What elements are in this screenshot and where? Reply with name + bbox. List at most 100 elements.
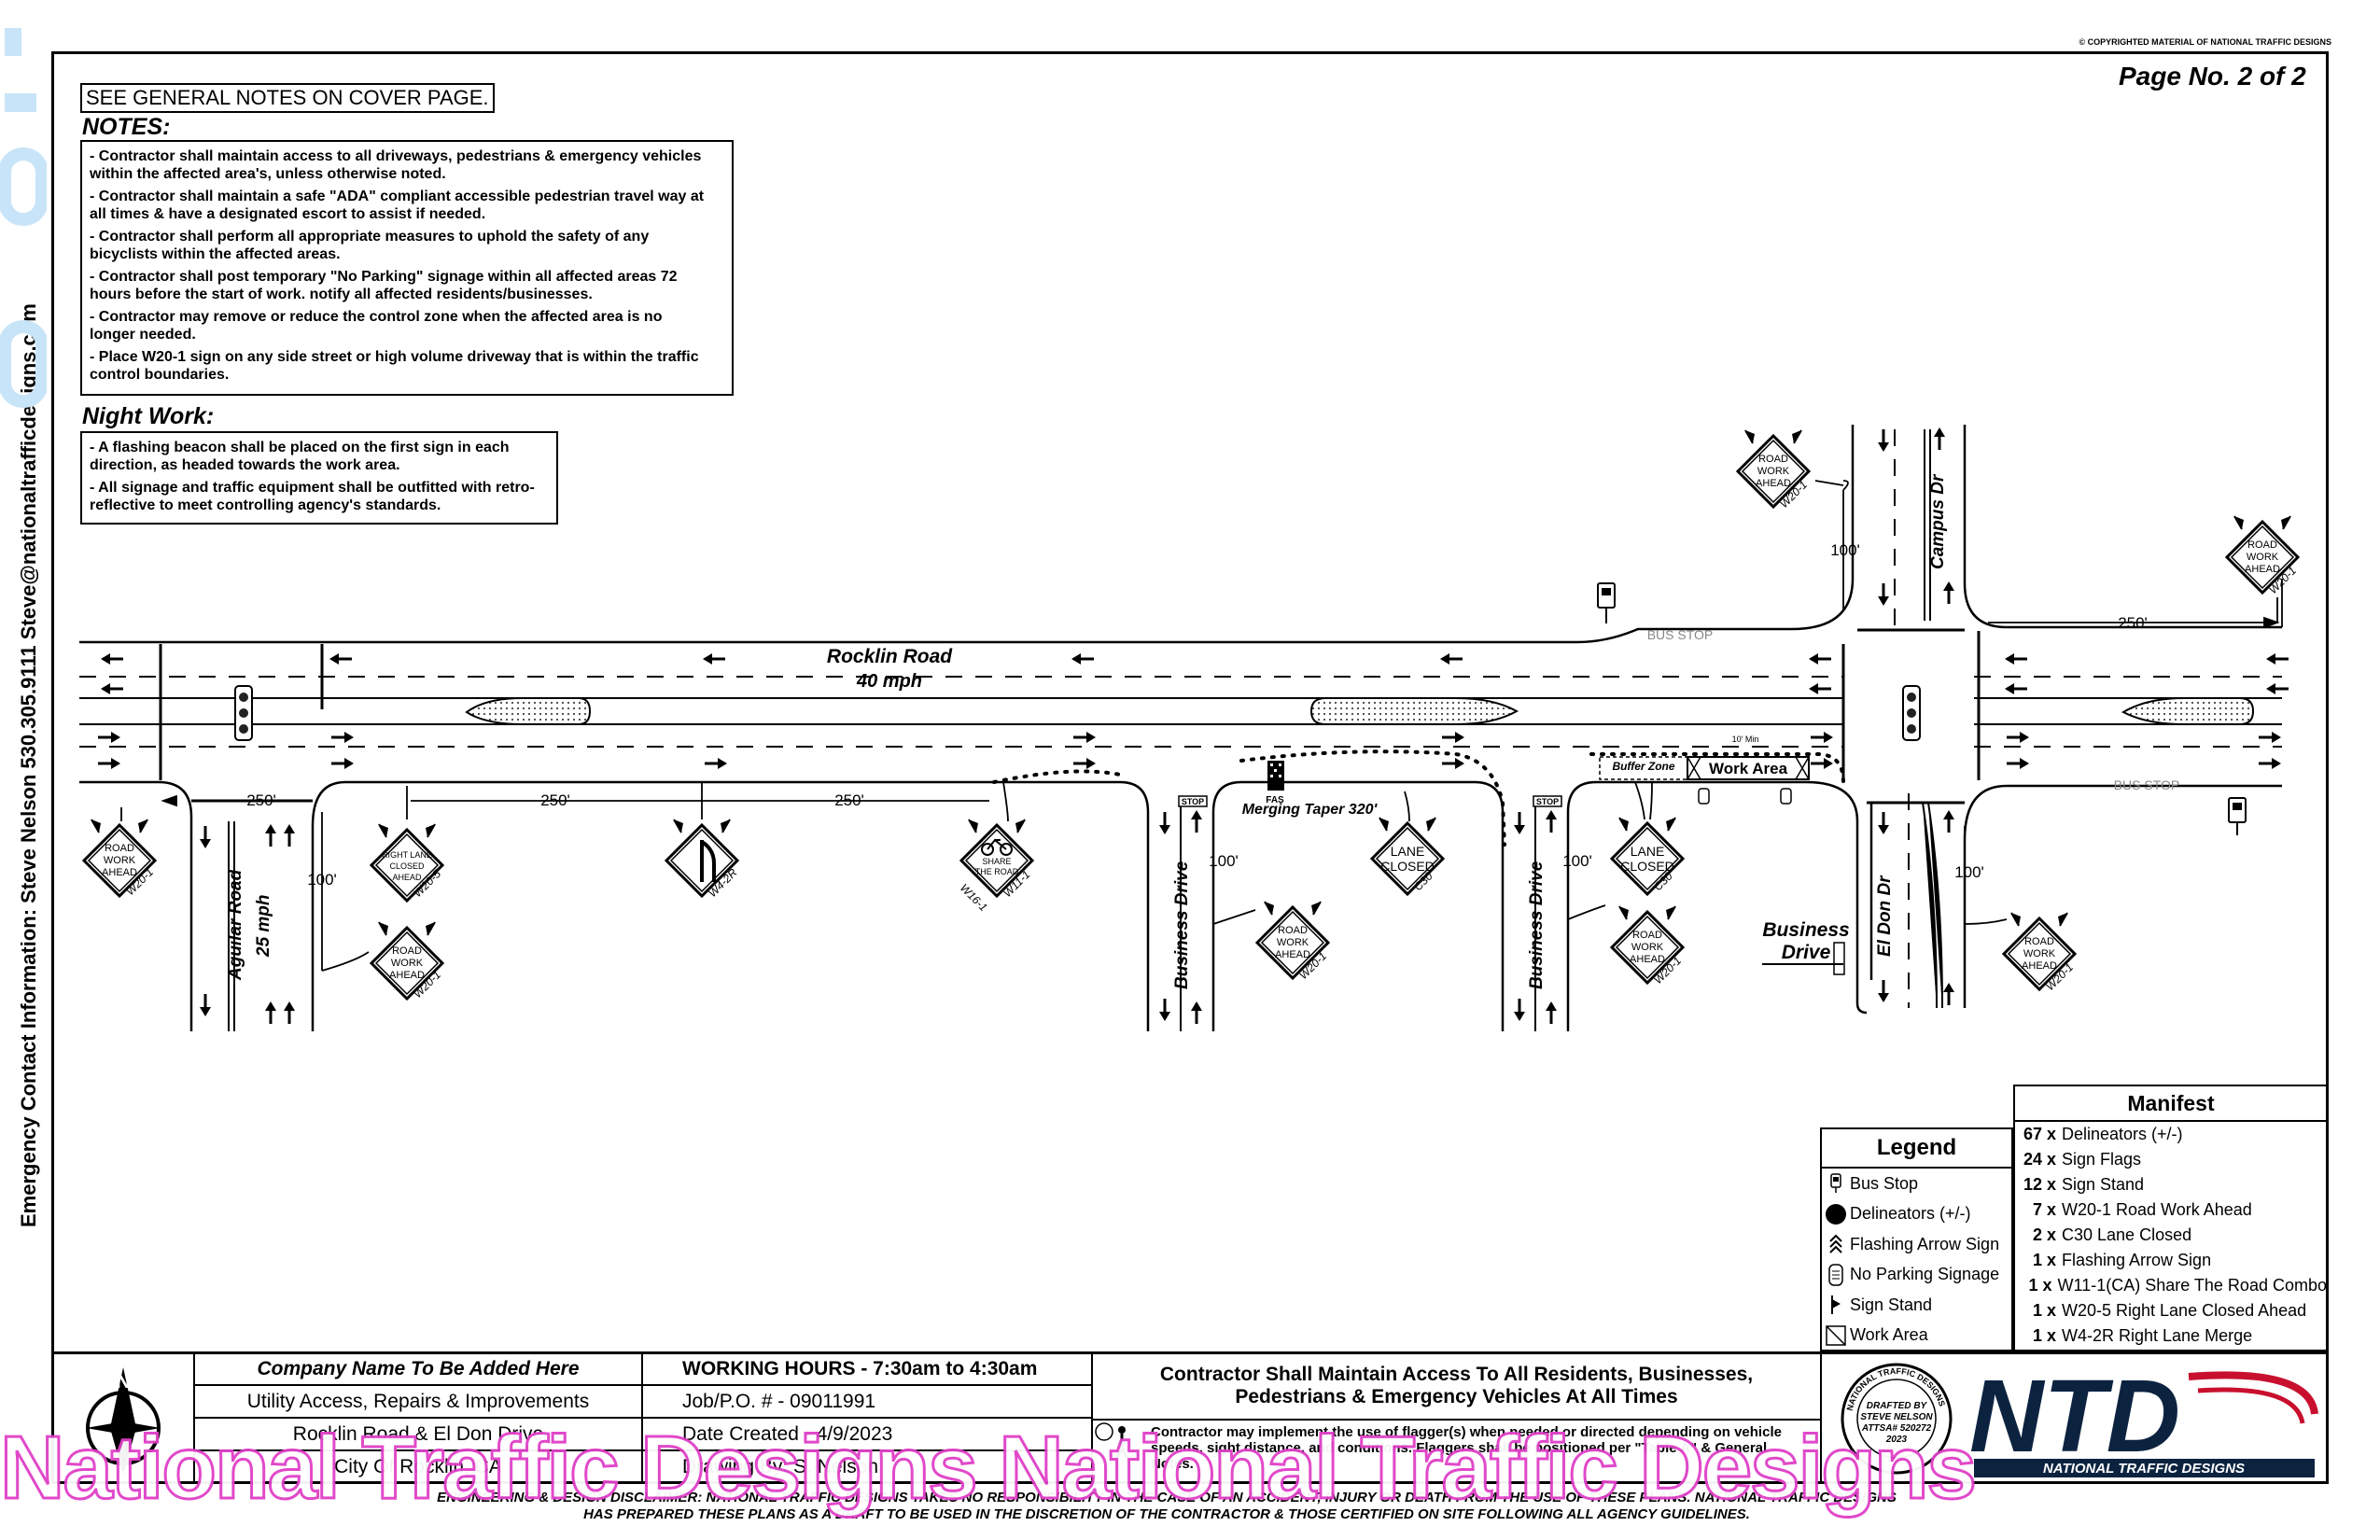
sign-text: LANE: [1391, 844, 1425, 859]
svg-text:WORK: WORK: [2023, 948, 2056, 959]
dimension-label: 100': [1562, 852, 1592, 870]
note-item: - Contractor may remove or reduce the co…: [90, 309, 663, 343]
road-name-campus: Campus Dr: [1928, 473, 1948, 569]
svg-text:THE ROAD: THE ROAD: [975, 867, 1019, 876]
delineator-icon: [1822, 1203, 1850, 1225]
working-hours: WORKING HOURS - 7:30am to 4:30am: [641, 1351, 1093, 1386]
night-note-item: - All signage and traffic equipment shal…: [90, 480, 535, 513]
svg-text:NATIONAL TRAFFIC DESIGNS: NATIONAL TRAFFIC DESIGNS: [2043, 1461, 2245, 1477]
disclaimer-line-2: HAS PREPARED THESE PLANS AS A DRAFT TO B…: [583, 1506, 1750, 1522]
svg-text:DRAFTED BY: DRAFTED BY: [1867, 1401, 1928, 1411]
svg-text:AHEAD: AHEAD: [1756, 478, 1791, 489]
see-general-notes: SEE GENERAL NOTES ON COVER PAGE.: [80, 83, 495, 113]
sign-stand-icon: [1822, 1295, 1850, 1315]
min-distance-label: 10' Min: [1732, 735, 1759, 744]
sign-text: SHARE: [982, 857, 1011, 866]
sign-text: RIGHT LANE: [382, 850, 432, 860]
job-number: Job/P.O. # - 09011991: [641, 1384, 1093, 1419]
svg-text:WORK: WORK: [2247, 552, 2279, 563]
stop-sign-label: STOP: [1182, 797, 1204, 806]
svg-text:WORK: WORK: [1277, 937, 1309, 948]
note-item: - Contractor shall post temporary "No Pa…: [90, 269, 678, 302]
no-parking-icon: [1822, 1264, 1850, 1286]
road-name-rocklin: Rocklin Road: [827, 646, 953, 667]
merging-taper-label: Merging Taper 320': [1242, 802, 1379, 818]
ntd-logo: NTD NATIONAL TRAFFIC DESIGNS: [1969, 1359, 2318, 1477]
svg-text:WORK: WORK: [104, 855, 136, 866]
work-area-label: Work Area: [1709, 760, 1788, 777]
svg-text:CLOSED: CLOSED: [389, 861, 425, 871]
legend-item: Sign Stand: [1822, 1290, 2011, 1321]
svg-text:AHEAD: AHEAD: [2022, 960, 2057, 972]
sign-text: ROAD: [1632, 930, 1662, 941]
bus-stop-label: BUS STOP: [1647, 627, 1714, 642]
sign-text: ROAD: [2024, 936, 2054, 947]
business-drive-label: Business: [1762, 919, 1849, 941]
svg-text:ATTSA# 520272: ATTSA# 520272: [1861, 1423, 1932, 1434]
legend-item: No Parking Signage: [1822, 1260, 2011, 1291]
fas-label: FAS: [1266, 795, 1284, 805]
flagger-icon: [1095, 1422, 1129, 1459]
svg-text:CLOSED: CLOSED: [1620, 859, 1674, 874]
project-description: Utility Access, Repairs & Improvements: [193, 1384, 643, 1419]
road-name-aguilar: Aguilar Road: [226, 869, 245, 981]
legend-item: Work Area: [1822, 1321, 2011, 1351]
note-item: - Contractor shall maintain access to al…: [90, 148, 702, 182]
work-area-icon: [1822, 1325, 1850, 1346]
legend-title: Legend: [1822, 1129, 2011, 1169]
drafter-seal-icon: NATIONAL TRAFFIC DESIGNS DRAFTED BY STEV…: [1841, 1363, 1953, 1475]
business-drive-label: Drive: [1782, 942, 1831, 963]
svg-text:STEVE NELSON: STEVE NELSON: [1860, 1412, 1933, 1422]
dimension-label: 250': [540, 791, 570, 809]
note-item: - Contractor shall perform all appropria…: [90, 229, 650, 262]
north-arrow-icon: N: [86, 1367, 161, 1475]
night-work-title: Night Work:: [82, 403, 215, 429]
sign-text: ROAD: [2247, 539, 2277, 551]
svg-text:WORK: WORK: [1631, 942, 1664, 953]
side-logo-strip: [0, 28, 47, 551]
svg-text:AHEAD: AHEAD: [2245, 564, 2280, 575]
company-name: Company Name To Be Added Here: [193, 1351, 643, 1386]
manifest-title: Manifest: [2015, 1086, 2327, 1122]
road-name-business: Business Drive: [1172, 861, 1192, 989]
dimension-label: 100': [1209, 852, 1239, 870]
svg-text:AHEAD: AHEAD: [392, 873, 422, 882]
svg-text:AHEAD: AHEAD: [389, 970, 425, 981]
legend-item: Bus Stop: [1822, 1169, 2011, 1199]
svg-text:WORK: WORK: [391, 958, 424, 969]
sign-text: ROAD: [1278, 925, 1308, 936]
svg-text:WORK: WORK: [1757, 466, 1790, 477]
dimension-label: 100': [307, 871, 337, 889]
notes-title: NOTES:: [82, 114, 171, 140]
disclaimer-line-1: ENGINEERING & DESIGN DISCLAIMER: NATIONA…: [437, 1490, 1897, 1505]
copyright-note: © COPYRIGHTED MATERIAL OF NATIONAL TRAFF…: [2079, 37, 2331, 47]
logo-cell: [1820, 1351, 2329, 1484]
road-name-business: Business Drive: [1527, 861, 1547, 989]
flagger-note: Contractor may implement the use of flag…: [1091, 1419, 1822, 1484]
dimension-label: 250': [834, 791, 864, 809]
svg-text:CLOSED: CLOSED: [1380, 859, 1435, 874]
sign-text: LANE: [1631, 844, 1665, 859]
night-note-item: - A flashing beacon shall be placed on t…: [90, 440, 510, 473]
legend-item: Delineators (+/-): [1822, 1199, 2011, 1230]
dimension-label: 250': [246, 791, 276, 809]
note-item: - Contractor shall maintain a safe "ADA"…: [90, 189, 705, 222]
page-number: Page No. 2 of 2: [2119, 62, 2306, 91]
buffer-zone-label: Buffer Zone: [1612, 760, 1674, 773]
bus-stop-icon: [1822, 1173, 1850, 1194]
night-work-box: - A flashing beacon shall be placed on t…: [80, 431, 558, 525]
speed-limit: 40 mph: [856, 671, 922, 692]
traffic-signal-icon: [234, 685, 1921, 741]
aguilar-speed: 25 mph: [254, 894, 273, 958]
svg-text:NTD: NTD: [1969, 1359, 2180, 1474]
